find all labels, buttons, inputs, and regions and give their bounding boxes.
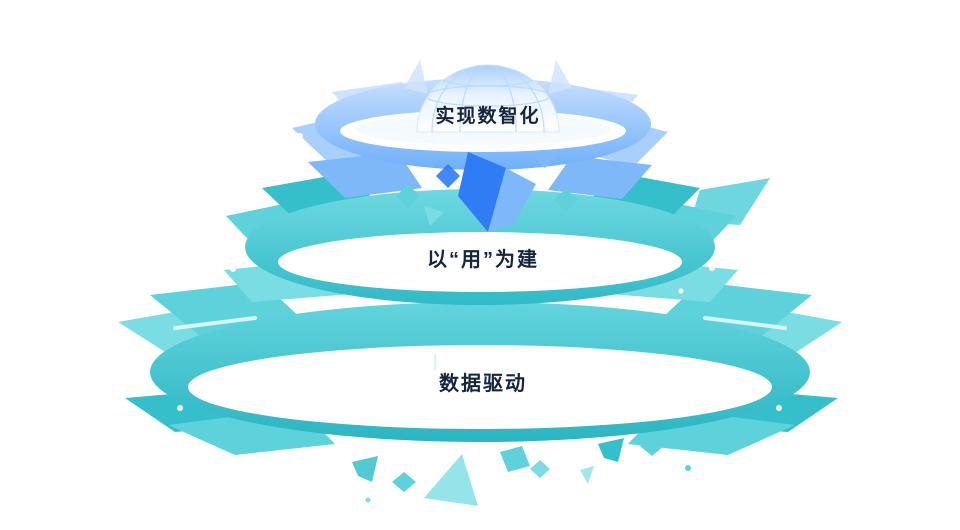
tier-middle-graphic [224, 150, 770, 305]
scatter-shapes-bottom [296, 432, 691, 506]
tier-label-top: 实现数智化 [435, 106, 541, 127]
tier-top-graphic [292, 60, 668, 232]
tier-bottom-graphic [118, 282, 842, 455]
tier-label-bottom: 数据驱动 [439, 373, 527, 395]
tier-label-middle: 以“用”为建 [427, 249, 539, 271]
crystal-cluster [396, 148, 578, 232]
